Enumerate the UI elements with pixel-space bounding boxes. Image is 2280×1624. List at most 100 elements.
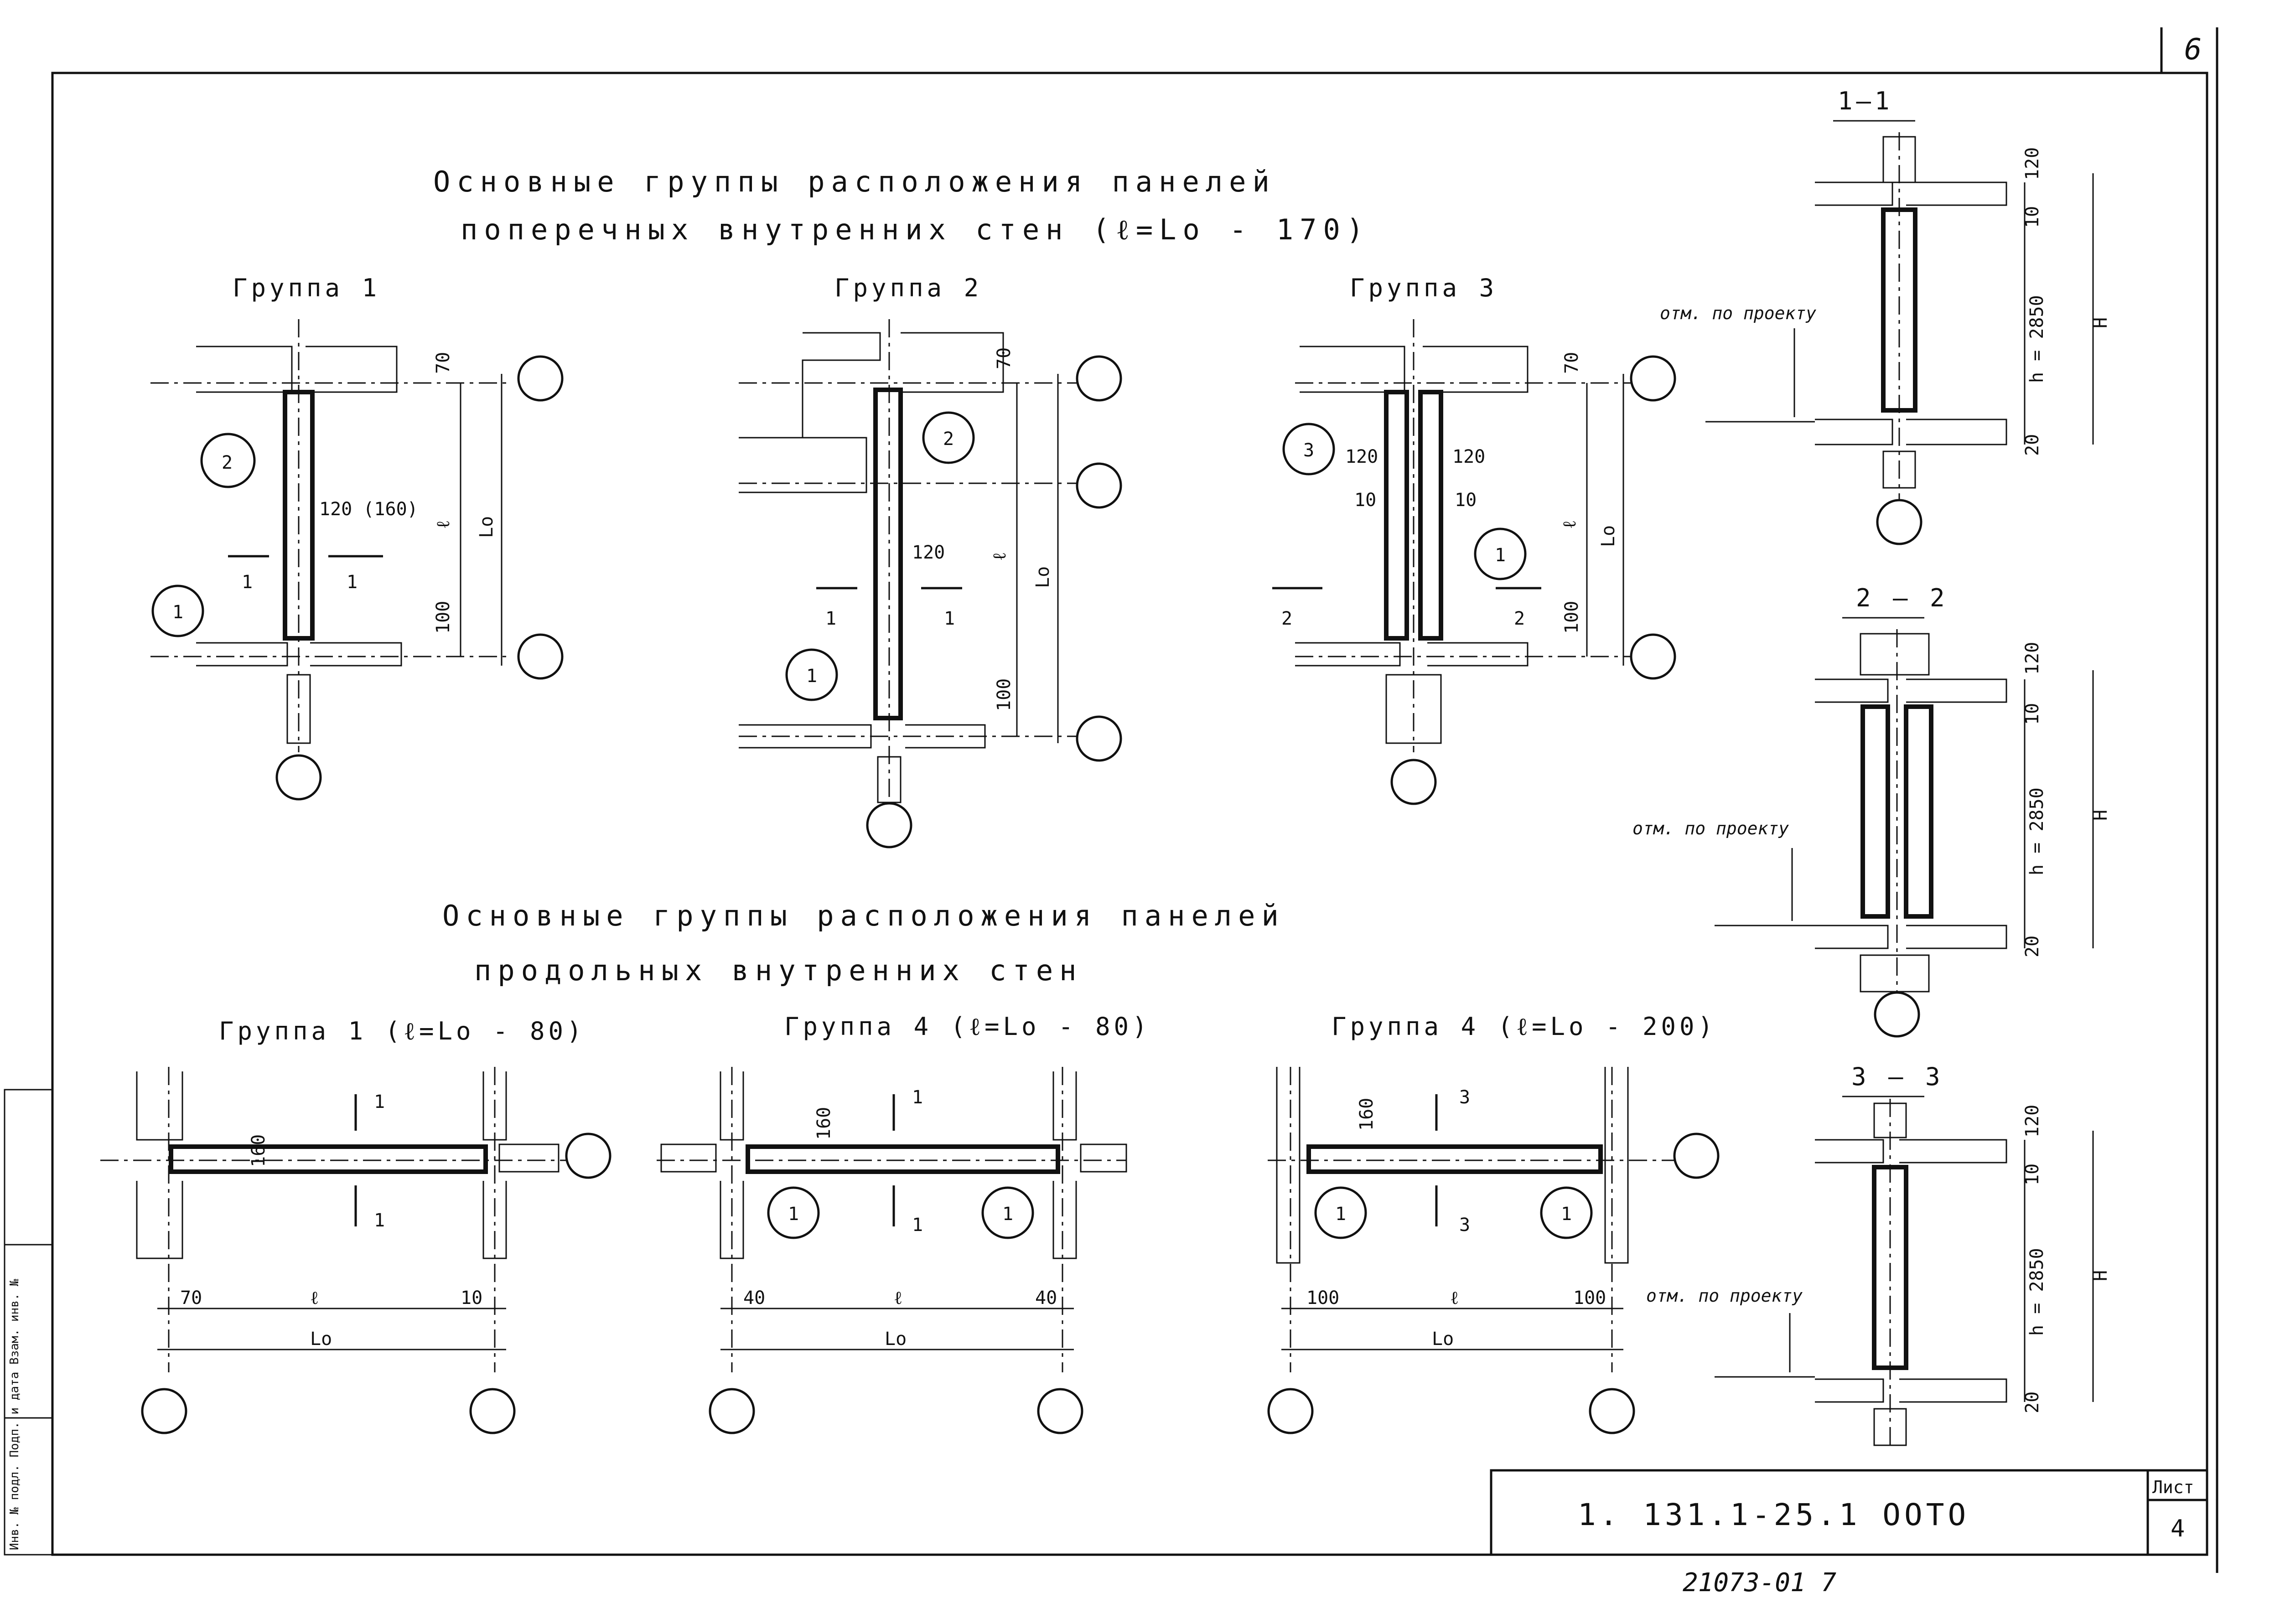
wall-left-lower [136, 1181, 183, 1259]
section-mark-top: 3 [1459, 1087, 1470, 1108]
dim-lo: Lo [1598, 525, 1619, 547]
dim-70: 70 [1561, 352, 1582, 374]
slab-upper-left [196, 346, 293, 393]
top-title-line2: поперечных внутренних стен (ℓ=Lo - 170) [461, 213, 1370, 246]
bottom-title-line1: Основные группы расположения панелей [442, 899, 1285, 932]
dim-10: 10 [2022, 703, 2043, 725]
slab-lower-left [1295, 642, 1401, 667]
slab-lower-right [310, 642, 402, 667]
marker-circle-1 [1540, 1186, 1593, 1239]
axis-bubble [1673, 1133, 1720, 1179]
axis-bubble [275, 754, 322, 801]
dim-10-left: 10 [1354, 490, 1376, 511]
dim-thickness: 120 (160) [319, 499, 418, 520]
wall-right-upper [482, 1071, 507, 1141]
top-group-1: Группа 1 70 100 ℓ Lo 120 (160) 1 1 1 2 [150, 274, 564, 801]
axis-bubble [565, 1133, 611, 1179]
marker-1: 1 [172, 602, 183, 623]
axis-bubble [141, 1388, 187, 1434]
dim-lo: Lo [885, 1329, 907, 1350]
section-mark-bottom: 1 [374, 1210, 385, 1231]
section-mark-right: 1 [347, 572, 358, 593]
wall-panel [1872, 1165, 1908, 1370]
marker-circle-1 [981, 1186, 1034, 1239]
dim-lo: Lo [310, 1329, 332, 1350]
section-mark-right: 2 [1514, 608, 1525, 629]
dim-10-right: 10 [1455, 490, 1477, 511]
section-mark-bottom: 1 [912, 1215, 923, 1236]
section-mark-top: 1 [912, 1087, 923, 1108]
section-label: 1—1 [1838, 87, 1893, 115]
bottom-title-line2: продольных внутренних стен [474, 954, 1083, 987]
dim-l: ℓ [1559, 520, 1580, 529]
level-note: отм. по проекту [1660, 303, 1816, 323]
marker-1: 1 [806, 666, 817, 687]
axis-bubble [709, 1388, 755, 1434]
column-top [1860, 633, 1930, 676]
wall-panel [1881, 207, 1917, 413]
marker-3: 3 [1303, 440, 1314, 461]
dim-H: H [2090, 1270, 2111, 1281]
group-label: Группа 4 (ℓ=Lo - 80) [784, 1012, 1151, 1041]
dim-20: 20 [2022, 434, 2043, 456]
dim-70: 70 [994, 347, 1015, 369]
top-title-line1: Основные группы расположения панелей [433, 165, 1276, 198]
dim-20: 20 [2022, 936, 2043, 957]
dim-160: 160 [248, 1134, 269, 1167]
dim-40-right: 40 [1035, 1288, 1057, 1309]
top-group-2: Группа 2 70 100 ℓ Lo 120 1 1 1 2 [739, 274, 1122, 848]
slab-upper-left [802, 332, 881, 438]
sheet-frame [51, 72, 2208, 1556]
axis-bubble [1876, 499, 1922, 545]
column-below [1385, 674, 1442, 744]
section-mark-right: 1 [944, 608, 955, 629]
wall-panel [746, 1144, 1060, 1174]
marker-circle-1 [767, 1186, 820, 1239]
dim-h: h = 2850 [2026, 295, 2047, 383]
wall-left [1276, 1067, 1301, 1264]
marker-circle-1 [785, 648, 838, 701]
axis-bubble [1076, 715, 1122, 762]
marker-2: 2 [943, 429, 954, 450]
wall-panel-right [1418, 390, 1443, 641]
wall-panel-left [1384, 390, 1409, 641]
marker-2: 2 [222, 452, 233, 473]
dim-lo: Lo [1432, 1329, 1454, 1350]
dim-160: 160 [1356, 1098, 1377, 1131]
wall-panel-right [1904, 704, 1933, 919]
slab-bottom [1815, 925, 2007, 949]
axis-bubble [517, 355, 564, 402]
dim-H: H [2090, 810, 2111, 821]
bottom-group-2: Группа 4 (ℓ=Lo - 80) 1 1 160 1 1 40 40 ℓ… [657, 1012, 1151, 1434]
column-bottom [1873, 1408, 1907, 1446]
top-group-3: Группа 3 70 100 ℓ Lo 120 120 10 10 2 2 3… [1272, 274, 1676, 805]
sheet-corner-number: 6 [2184, 33, 2202, 67]
dim-100: 100 [994, 678, 1015, 711]
slab-side [739, 437, 867, 493]
dim-l: ℓ [989, 552, 1010, 561]
axis-bubble [1037, 1388, 1083, 1434]
level-note: отм. по проекту [1632, 818, 1789, 838]
slab-right [498, 1143, 560, 1173]
wall-panel [283, 390, 315, 641]
dim-thickness: 120 [912, 542, 945, 563]
archive-code: 21073-01 7 [1683, 1568, 1836, 1598]
column-bottom [1860, 954, 1930, 993]
title-block: 1. 131.1-25.1 ООТО Лист 4 [1490, 1469, 2208, 1556]
slab-right [1080, 1143, 1127, 1173]
dim-100-right: 100 [1573, 1288, 1606, 1309]
slab-lower-right [1427, 642, 1529, 667]
sheet-number: 4 [2171, 1515, 2185, 1542]
slab-bottom [1815, 419, 2007, 445]
slab-upper-right [1423, 346, 1529, 393]
dim-h: h = 2850 [2026, 1248, 2047, 1336]
dim-120: 120 [2022, 642, 2043, 675]
axis-bubble [469, 1388, 516, 1434]
dim-10: 10 [461, 1288, 482, 1309]
dim-H: H [2090, 317, 2111, 328]
title-block-frame [1490, 1469, 2208, 1556]
dim-l: ℓ [1450, 1288, 1459, 1309]
marker-1: 1 [1561, 1204, 1572, 1225]
dim-l: ℓ [433, 520, 454, 529]
axis-bubble [1589, 1388, 1635, 1434]
